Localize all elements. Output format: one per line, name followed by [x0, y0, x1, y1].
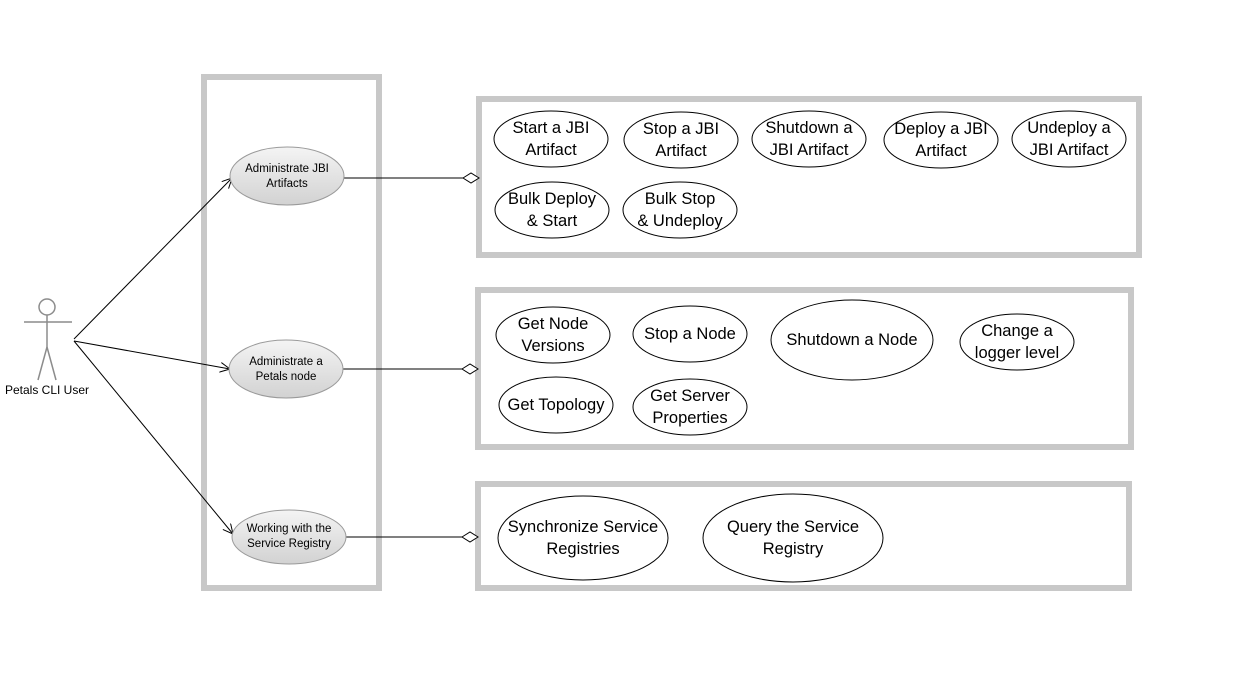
usecase-label-line: Query the Service	[727, 518, 859, 536]
middle-system-boundary	[201, 74, 382, 591]
usecase-label-line: Bulk Stop	[645, 190, 716, 208]
usecase-label-line: Stop a JBI	[643, 120, 719, 138]
usecase-label-line: Get Node	[518, 315, 589, 333]
usecase-label-line: Bulk Deploy	[508, 190, 597, 208]
usecase-bulk-deploy-start[interactable]: Bulk Deploy & Start	[494, 181, 610, 239]
usecase-label-line: logger level	[975, 344, 1059, 362]
actor-petals-cli-user[interactable]: Petals CLI User	[5, 298, 89, 397]
usecase-label-line: Petals node	[256, 371, 317, 383]
usecase-label-line: Change a	[981, 322, 1053, 340]
usecase-label-line: JBI Artifact	[770, 141, 849, 159]
usecase-label-line: Versions	[521, 337, 584, 355]
aggregation-diamond-icon	[462, 172, 480, 184]
usecase-synchronize-service-registries[interactable]: Synchronize Service Registries	[497, 495, 669, 581]
association-arrow	[73, 340, 233, 534]
usecase-label-line: Administrate JBI	[245, 163, 329, 175]
usecase-administrate-jbi-artifacts[interactable]: Administrate JBI Artifacts	[229, 146, 345, 206]
usecase-label-line: Stop a Node	[644, 325, 736, 343]
association-arrow	[73, 178, 232, 340]
jbi-artifacts-package	[476, 96, 1142, 258]
usecase-label-line: Service Registry	[247, 538, 331, 550]
usecase-label-line: Synchronize Service	[508, 518, 658, 536]
usecase-label-line: Properties	[652, 409, 727, 427]
usecase-stop-node[interactable]: Stop a Node	[632, 305, 748, 363]
usecase-label-line: Get Topology	[508, 396, 606, 414]
usecase-shutdown-node[interactable]: Shutdown a Node	[770, 299, 934, 381]
usecase-label-line: Registries	[546, 540, 619, 558]
service-registry-package	[475, 481, 1132, 591]
usecase-change-logger-level[interactable]: Change a logger level	[959, 313, 1075, 371]
usecase-label-line: Registry	[763, 540, 824, 558]
usecase-label-line: JBI Artifact	[1030, 141, 1109, 159]
aggregation-diamond-icon	[461, 531, 479, 543]
usecase-label-line: Working with the	[247, 523, 332, 535]
usecase-label-line: & Start	[527, 212, 578, 230]
usecase-label-line: Get Server	[650, 387, 730, 405]
association-arrow	[73, 340, 230, 369]
usecase-label-line: Undeploy a	[1027, 119, 1111, 137]
usecase-label-line: Artifacts	[266, 178, 308, 190]
usecase-label-line: Shutdown a	[765, 119, 853, 137]
actor-label: Petals CLI User	[5, 383, 89, 397]
usecase-label-line: Administrate a	[249, 356, 323, 368]
usecase-get-node-versions[interactable]: Get Node Versions	[495, 306, 611, 364]
usecase-label-line: & Undeploy	[637, 212, 723, 230]
usecase-shutdown-jbi-artifact[interactable]: Shutdown a JBI Artifact	[751, 110, 867, 168]
usecase-label-line: Artifact	[655, 142, 707, 160]
usecase-label-line: Artifact	[915, 142, 967, 160]
usecase-start-jbi-artifact[interactable]: Start a JBI Artifact	[493, 110, 609, 168]
usecase-label-line: Start a JBI	[512, 119, 589, 137]
stick-figure-icon	[24, 298, 72, 381]
usecase-get-topology[interactable]: Get Topology	[498, 376, 614, 434]
usecase-bulk-stop-undeploy[interactable]: Bulk Stop & Undeploy	[622, 181, 738, 239]
usecase-label-line: Shutdown a Node	[786, 331, 917, 349]
aggregation-diamond-icon	[461, 363, 479, 375]
usecase-working-with-service-registry[interactable]: Working with the Service Registry	[231, 509, 347, 565]
usecase-administrate-petals-node[interactable]: Administrate a Petals node	[228, 339, 344, 399]
usecase-label-line: Artifact	[525, 141, 577, 159]
usecase-get-server-properties[interactable]: Get Server Properties	[632, 378, 748, 436]
usecase-stop-jbi-artifact[interactable]: Stop a JBI Artifact	[623, 111, 739, 169]
usecase-query-service-registry[interactable]: Query the Service Registry	[702, 493, 884, 583]
usecase-label-line: Deploy a JBI	[894, 120, 988, 138]
usecase-deploy-jbi-artifact[interactable]: Deploy a JBI Artifact	[883, 111, 999, 169]
usecase-undeploy-jbi-artifact[interactable]: Undeploy a JBI Artifact	[1011, 110, 1127, 168]
